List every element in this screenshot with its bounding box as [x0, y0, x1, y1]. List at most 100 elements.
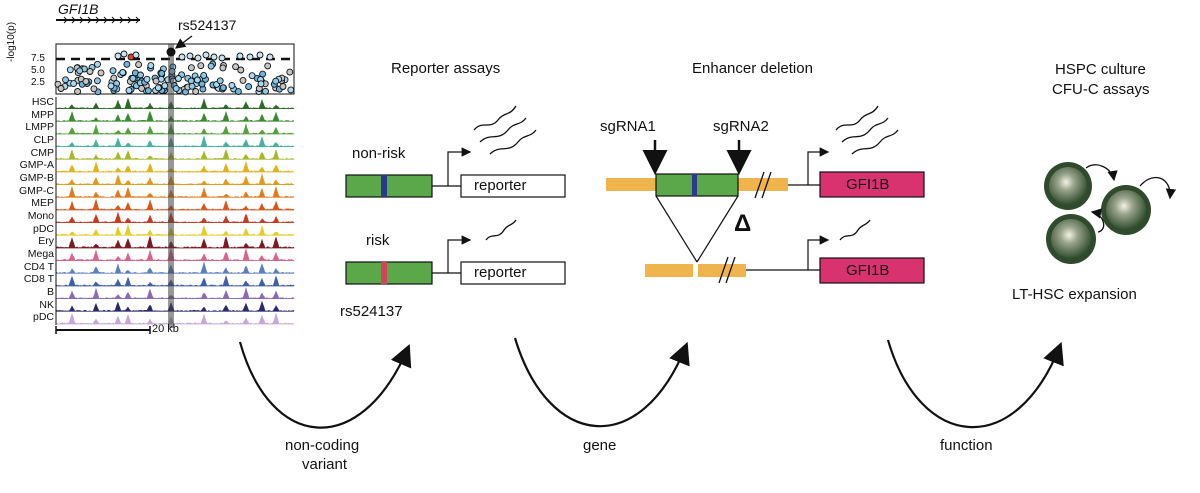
- sgrna2-label: sgRNA2: [713, 118, 769, 135]
- track-label: MEP: [31, 197, 54, 210]
- enhancer-box-risk: [345, 261, 433, 285]
- y-tick-3: 2.5: [31, 77, 45, 88]
- manhattan-point: [264, 62, 272, 70]
- division-arrow-2: [1139, 176, 1177, 200]
- manhattan-point: [236, 52, 244, 60]
- manhattan-point: [234, 88, 242, 96]
- manhattan-point: [239, 76, 247, 84]
- non-risk-label: non-risk: [352, 145, 406, 162]
- cells-panel: [1044, 162, 1177, 264]
- reporter-label-risk: reporter: [474, 264, 527, 281]
- manhattan-point: [94, 60, 101, 68]
- track-label: NK: [39, 298, 54, 311]
- manhattan-point: [123, 60, 131, 68]
- manhattan-point: [154, 84, 162, 92]
- gfi1b-gene-box-del: [819, 257, 925, 284]
- gene-direction-arrows: [63, 16, 140, 24]
- manhattan-point: [135, 61, 143, 69]
- gene-chevron: [79, 16, 84, 24]
- manhattan-point: [262, 87, 269, 95]
- snp-pointer-arrow: [174, 35, 193, 49]
- manhattan-point: [137, 71, 144, 79]
- manhattan-point: [256, 51, 264, 59]
- enhancer-deletion-panel: [606, 105, 925, 284]
- gene-chevron: [103, 16, 108, 24]
- track-signal: [55, 211, 295, 224]
- manhattan-point: [76, 67, 84, 75]
- manhattan-point: [147, 62, 155, 70]
- track-signal: [55, 173, 295, 186]
- manhattan-point: [90, 85, 98, 93]
- manhattan-point: [210, 53, 218, 61]
- manhattan-point: [70, 80, 78, 88]
- manhattan-point: [174, 75, 182, 82]
- manhattan-point: [198, 80, 206, 88]
- track-label: GMP-A: [19, 159, 54, 172]
- manhattan-point: [132, 51, 140, 59]
- manhattan-point: [228, 81, 236, 89]
- hspc-culture-title: HSPC culture: [1055, 61, 1146, 78]
- manhattan-point: [193, 76, 201, 84]
- manhattan-point: [109, 67, 117, 75]
- manhattan-point: [218, 54, 226, 62]
- gene-chevron: [111, 16, 116, 24]
- gene-label: GFI1B: [58, 1, 99, 17]
- genome-browser-panel: [54, 16, 295, 334]
- manhattan-point: [207, 62, 215, 70]
- gfi1b-label-del: GFI1B: [846, 262, 890, 279]
- track-label: pDC: [32, 311, 54, 324]
- gene-chevron: [63, 16, 68, 24]
- manhattan-point: [245, 83, 253, 91]
- manhattan-point: [107, 82, 115, 90]
- track-signal: [55, 261, 295, 274]
- manhattan-point: [57, 85, 65, 92]
- manhattan-point: [197, 62, 205, 70]
- scale-label: 20 kb: [152, 323, 179, 335]
- track-signal: [55, 122, 295, 135]
- track-signal: [55, 274, 295, 287]
- manhattan-point: [232, 63, 240, 71]
- track-label: Ery: [38, 235, 54, 248]
- manhattan-point: [161, 82, 169, 90]
- track-signal: [55, 223, 295, 236]
- arrow1-label-line2: variant: [302, 456, 348, 473]
- variant-highlight-bar: [168, 44, 174, 328]
- cfu-c-title: CFU-C assays: [1052, 81, 1150, 98]
- transition-arrow-1: [238, 341, 412, 429]
- manhattan-point: [200, 71, 208, 79]
- manhattan-point: [93, 77, 101, 85]
- track-label: CD4 T: [23, 260, 54, 273]
- nonrisk-allele-mark: [381, 175, 387, 197]
- manhattan-point: [257, 80, 265, 88]
- track-signal: [55, 135, 295, 147]
- track-signal: [55, 198, 295, 211]
- track-label: Mega: [27, 248, 54, 260]
- manhattan-point: [66, 66, 74, 74]
- track-label: GMP-B: [19, 172, 54, 184]
- manhattan-point: [138, 84, 146, 92]
- manhattan-point: [202, 51, 210, 59]
- gene-chevron: [119, 16, 124, 24]
- manhattan-point: [97, 69, 105, 77]
- y-axis-label: -log10(p): [6, 21, 17, 62]
- manhattan-point: [187, 64, 195, 72]
- gfi1b-gene-box-wt: [819, 171, 925, 198]
- manhattan-point: [188, 82, 196, 90]
- track-signal: [55, 160, 295, 173]
- gfi1b-label-wt: GFI1B: [846, 176, 890, 193]
- arrow2-label: gene: [583, 437, 617, 454]
- y-tick-1: 7.5: [31, 53, 45, 64]
- track-signal: [55, 185, 295, 198]
- gene-chevron: [87, 16, 92, 24]
- transcripts-wt: [835, 105, 899, 155]
- manhattan-point: [143, 75, 151, 83]
- flank-deleted-right: [698, 264, 746, 277]
- manhattan-point: [216, 77, 224, 85]
- reporter-label-nonrisk: reporter: [474, 177, 527, 194]
- manhattan-point: [178, 53, 186, 61]
- manhattan-point: [152, 77, 160, 85]
- transition-arrow-2: [513, 337, 690, 428]
- deletion-line-right: [696, 195, 739, 263]
- manhattan-point: [158, 69, 166, 77]
